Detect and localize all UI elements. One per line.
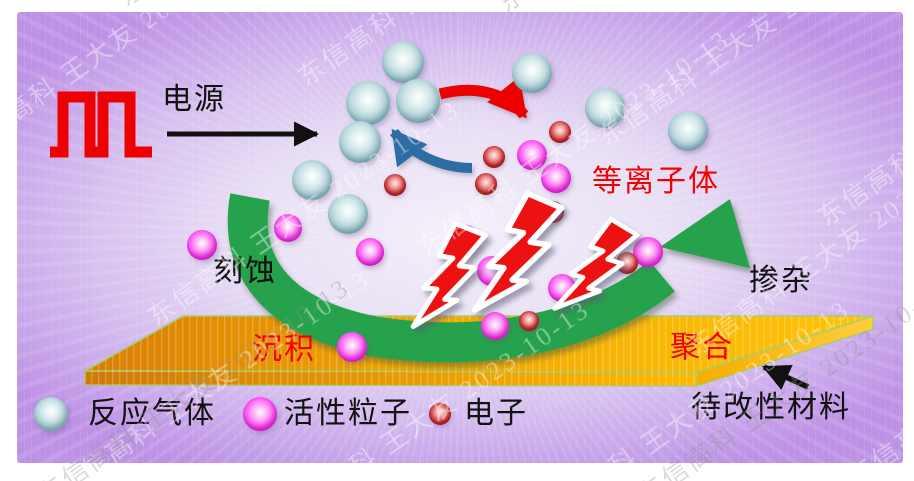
diagram-background	[17, 12, 903, 463]
